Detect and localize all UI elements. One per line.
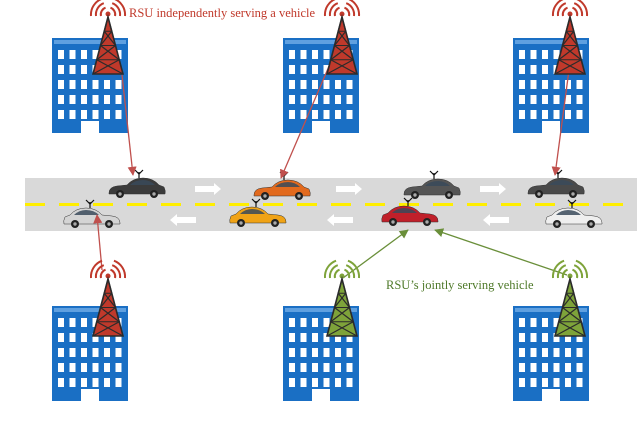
link-arrow bbox=[121, 74, 137, 176]
vehicle-antenna-icon bbox=[134, 169, 144, 178]
vehicle-antenna-icon bbox=[85, 199, 95, 208]
joint-links bbox=[342, 228, 568, 279]
rsu-towers bbox=[89, 0, 589, 337]
direction-arrows bbox=[170, 183, 509, 226]
antenna-tower-icon bbox=[323, 259, 361, 337]
direction-arrow-icon bbox=[195, 183, 221, 195]
car-icon bbox=[381, 197, 439, 226]
vehicle-antenna-icon bbox=[251, 198, 261, 207]
antenna-tower-icon bbox=[551, 0, 589, 75]
direction-arrow-icon bbox=[336, 183, 362, 195]
car-icon bbox=[229, 198, 287, 227]
independent-serving-label: RSU independently serving a vehicle bbox=[129, 6, 316, 20]
link-arrow bbox=[280, 49, 337, 179]
direction-arrow-icon bbox=[483, 214, 509, 226]
direction-arrow-icon bbox=[170, 214, 196, 226]
direction-arrow-icon bbox=[480, 183, 506, 195]
antenna-tower-icon bbox=[89, 259, 127, 337]
antenna-tower-icon bbox=[89, 0, 127, 75]
vehicle-antenna-icon bbox=[429, 170, 439, 179]
link-arrow bbox=[342, 229, 409, 279]
car-icon bbox=[108, 169, 166, 198]
car-icon bbox=[545, 199, 603, 228]
joint-serving-label: RSU’s jointly serving vehicle bbox=[386, 278, 534, 292]
link-arrow bbox=[434, 228, 568, 276]
antenna-tower-icon bbox=[323, 0, 361, 75]
link-arrow bbox=[551, 69, 570, 176]
direction-arrow-icon bbox=[327, 214, 353, 226]
antenna-tower-icon bbox=[551, 259, 589, 337]
building-icon bbox=[283, 306, 359, 401]
vehicle-antenna-icon bbox=[567, 199, 577, 208]
vehicles bbox=[63, 169, 603, 228]
vehicle-antenna-icon bbox=[403, 197, 413, 206]
independent-links bbox=[93, 49, 570, 271]
car-icon bbox=[403, 170, 461, 199]
car-icon bbox=[527, 169, 585, 198]
car-icon bbox=[63, 199, 121, 228]
